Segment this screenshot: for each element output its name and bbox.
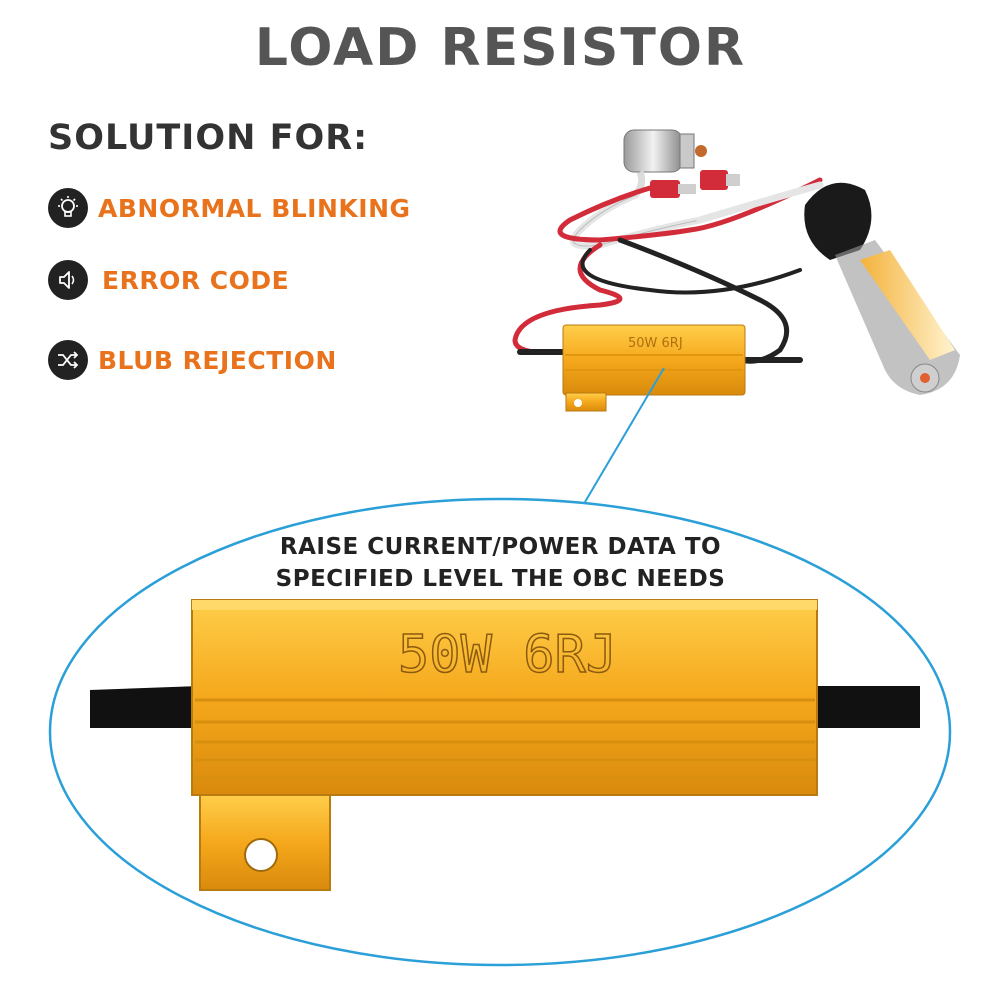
feature-blub-rejection: BLUB REJECTION (48, 340, 337, 380)
callout-text-line2: SPECIFIED LEVEL THE OBC NEEDS (275, 566, 726, 592)
spade-connectors (650, 170, 740, 198)
feature-label: BLUB REJECTION (98, 345, 337, 375)
ba15s-bulb (623, 129, 707, 198)
shuffle-icon (48, 340, 88, 380)
callout-text-line1: RAISE CURRENT/POWER DATA TO (279, 534, 722, 560)
wiring (512, 177, 824, 364)
speaker-icon (48, 260, 88, 300)
feature-label: ERROR CODE (102, 265, 290, 295)
resistor-small-marking: 50W 6RJ (628, 336, 683, 351)
callout-line (584, 367, 665, 503)
resistor-large-marking: 50W 6RJ (398, 625, 617, 685)
page-title: LOAD RESISTOR (254, 18, 747, 78)
lightbulb-icon (48, 188, 88, 228)
feature-label: ABNORMAL BLINKING (98, 193, 411, 223)
feature-error-code: ERROR CODE (48, 260, 289, 300)
resistor-small: 50W 6RJ (562, 324, 746, 412)
resistor-large: 50W 6RJ (90, 599, 920, 891)
solution-heading: SOLUTION FOR: (48, 118, 369, 158)
led-bulb (804, 182, 960, 395)
feature-abnormal-blinking: ABNORMAL BLINKING (48, 188, 411, 228)
